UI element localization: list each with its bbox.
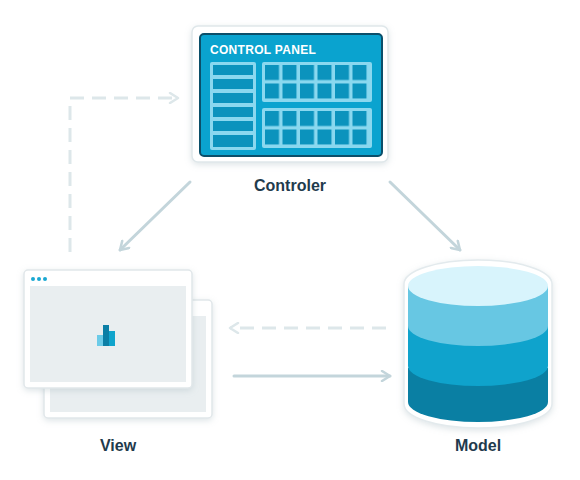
- model-database: Model: [404, 262, 552, 424]
- node-label: Model: [404, 436, 552, 456]
- control-panel-art: [192, 26, 388, 162]
- model-art: [404, 260, 552, 428]
- panel-screen: [200, 34, 382, 156]
- solid-arrow: [120, 182, 190, 250]
- chart-bar: [97, 335, 103, 346]
- panel-bar: [213, 93, 253, 103]
- window-body: [30, 286, 186, 382]
- dashed-arrow: [230, 327, 386, 330]
- window-dot: [43, 277, 47, 281]
- chart-bar: [109, 331, 115, 346]
- panel-grid: [262, 108, 372, 148]
- panel-bar: [213, 79, 253, 89]
- panel-column: [210, 62, 256, 150]
- panel-bar: [213, 135, 253, 147]
- panel-bar: [213, 107, 253, 117]
- view-art: [24, 270, 212, 418]
- node-label: Controler: [192, 176, 388, 196]
- solid-arrow: [390, 182, 460, 250]
- node-label: View: [24, 436, 212, 456]
- chart-bar: [103, 325, 109, 346]
- view-window: View: [24, 270, 212, 418]
- panel-bar: [213, 121, 253, 131]
- window-dot: [37, 277, 41, 281]
- cylinder-top: [408, 266, 548, 306]
- solid-arrow: [234, 375, 390, 378]
- panel-frame: [192, 26, 388, 162]
- cylinder-outline: [404, 260, 552, 428]
- panel-cells: [265, 65, 369, 99]
- controller-box: CONTROL PANELControler: [192, 26, 388, 162]
- panel-title: CONTROL PANEL: [210, 43, 316, 57]
- panel-cells: [265, 111, 369, 145]
- dashed-arrow: [70, 98, 178, 252]
- window-dot: [31, 277, 35, 281]
- panel-grid: [262, 62, 372, 102]
- front-window: [24, 270, 192, 388]
- panel-bar: [213, 65, 253, 75]
